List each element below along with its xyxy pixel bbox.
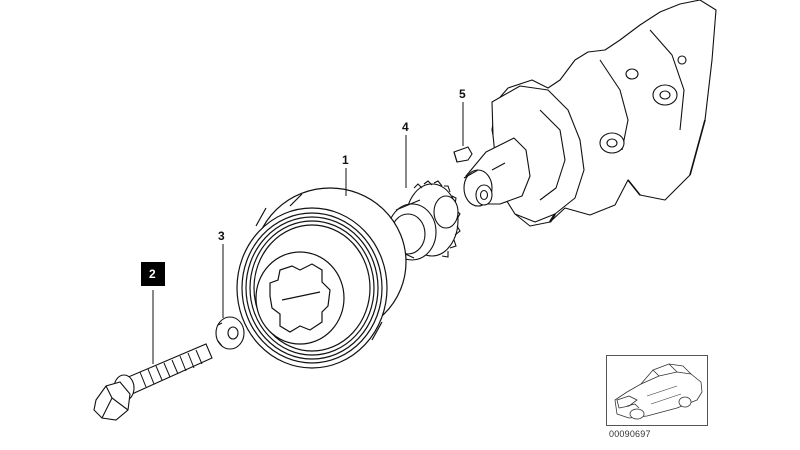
callout-1: 1 [342, 153, 349, 167]
callout-2-box [141, 262, 165, 286]
crankshaft [463, 0, 717, 227]
car-sedan-icon [614, 363, 703, 420]
vibration-damper-pulley [236, 187, 407, 369]
callout-5: 5 [459, 87, 466, 101]
leader-lines [152, 102, 464, 364]
callout-3: 3 [218, 229, 225, 243]
document-number: 00090697 [609, 429, 651, 439]
callout-2: 2 [149, 267, 156, 281]
vehicle-thumbnail [606, 355, 708, 426]
washer [215, 316, 245, 350]
woodruff-key [453, 146, 473, 163]
callout-4: 4 [402, 120, 409, 134]
center-bolt [93, 343, 213, 421]
